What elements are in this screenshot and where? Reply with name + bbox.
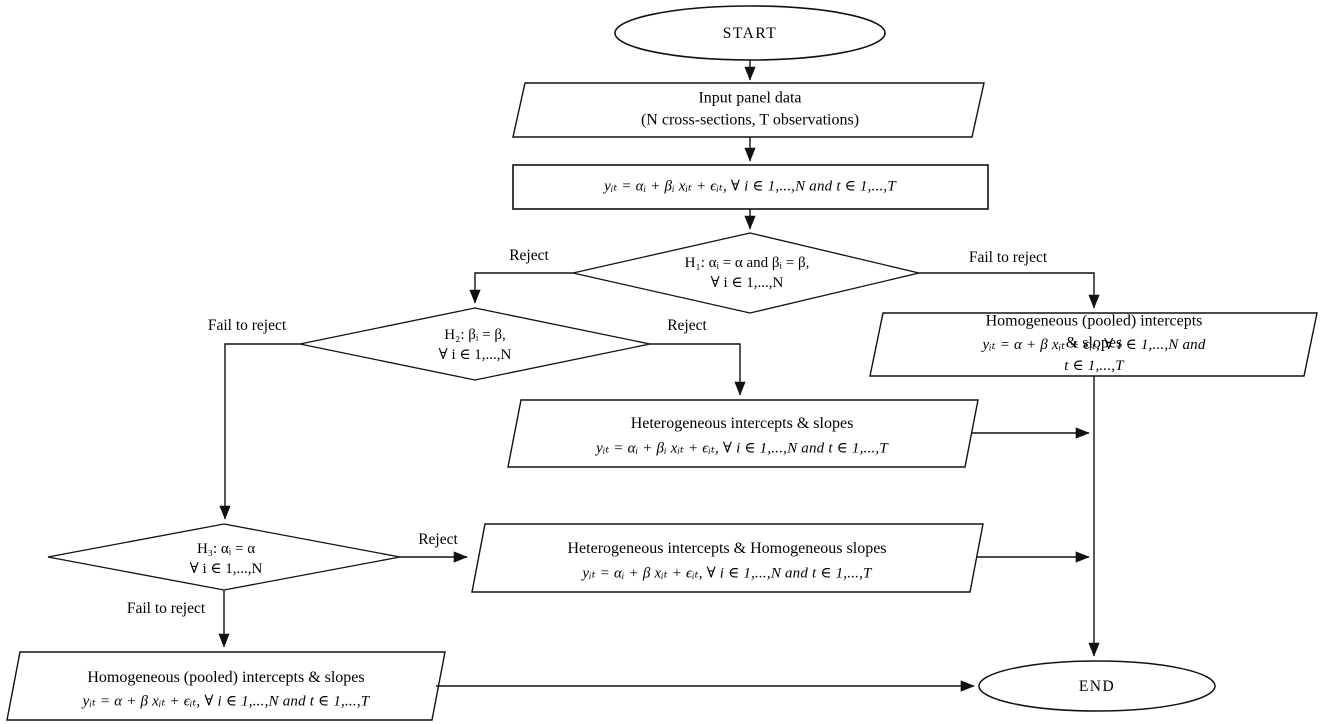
h2-reject-label: Reject	[667, 317, 707, 335]
input-node	[512, 82, 985, 138]
edge-h1-fail-pooled-right	[919, 272, 1100, 309]
end-node	[978, 660, 1216, 712]
edge-h1-reject-h2	[469, 272, 573, 304]
h2-fail-label: Fail to reject	[207, 317, 287, 335]
heterogeneous-title: Heterogeneous intercepts & slopes	[630, 414, 854, 432]
pooled-bottom-equation: yᵢₜ = α + β xᵢₜ + ϵᵢₜ, ∀ i ∈ 1,...,N and…	[82, 693, 370, 710]
het-int-hom-slopes-node	[471, 523, 984, 593]
model-equation: yᵢₜ = αᵢ + βᵢ xᵢₜ + ϵᵢₜ, ∀ i ∈ 1,...,N a…	[604, 178, 896, 195]
model-node	[512, 164, 989, 210]
pooled-bottom-node	[6, 651, 446, 721]
pooled-right-node	[869, 312, 1318, 377]
start-label: START	[722, 25, 778, 43]
edge-h2-fail-h3	[219, 343, 300, 520]
pooled-bottom-title: Homogeneous (pooled) intercepts & slopes	[87, 668, 365, 686]
h2-label: H₂: βᵢ = β, ∀ i ∈ 1,...,N	[438, 326, 512, 363]
heterogeneous-equation: yᵢₜ = αᵢ + βᵢ xᵢₜ + ϵᵢₜ, ∀ i ∈ 1,...,N a…	[596, 440, 888, 457]
pooled-right-equation: yᵢₜ = α + β xᵢₜ + ϵᵢₜ, ∀ i ∈ 1,...,N and…	[982, 337, 1206, 374]
input-label: Input panel data (N cross-sections, T ob…	[640, 89, 860, 129]
pooled-right-title: Homogeneous (pooled) intercepts & slopes	[985, 312, 1203, 352]
h1-decision-node	[572, 232, 920, 314]
h3-fail-label: Fail to reject	[126, 600, 206, 618]
edge-h2-reject-heterogeneous	[650, 343, 746, 396]
h3-label: H₃: αᵢ = α ∀ i ∈ 1,...,N	[189, 540, 263, 577]
h2-decision-node	[299, 307, 651, 381]
h3-reject-label: Reject	[418, 531, 458, 549]
het-int-hom-slopes-equation: yᵢₜ = αᵢ + β xᵢₜ + ϵᵢₜ, ∀ i ∈ 1,...,N an…	[582, 565, 872, 582]
h1-fail-label: Fail to reject	[968, 249, 1048, 267]
h1-reject-label: Reject	[509, 247, 549, 265]
end-label: END	[1078, 678, 1116, 696]
het-int-hom-slopes-title: Heterogeneous intercepts & Homogeneous s…	[567, 539, 887, 557]
h1-label: H₁: αᵢ = α and βᵢ = β, ∀ i ∈ 1,...,N	[684, 254, 810, 291]
heterogeneous-node	[507, 399, 979, 468]
